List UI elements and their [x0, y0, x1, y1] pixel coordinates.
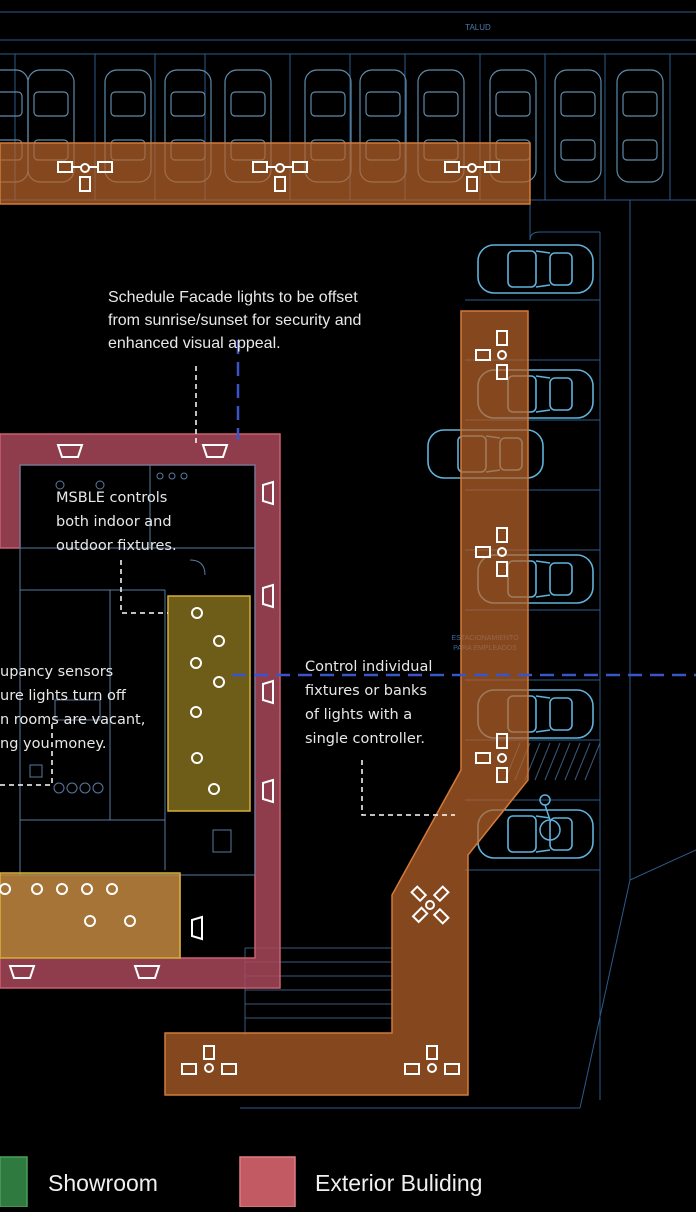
legend-label-showroom: Showroom: [48, 1170, 158, 1196]
control-path-lines: [232, 340, 696, 677]
downlight-icon: [191, 752, 203, 764]
control-note-line-4: single controller.: [305, 731, 425, 747]
pole-light-fixture-icon: [404, 1045, 460, 1075]
downlight-icon: [124, 915, 136, 927]
pole-light-fixture-icon: [410, 885, 450, 925]
msble-note-line-2: both indoor and: [56, 514, 172, 530]
wall-sconce-icon: [133, 965, 161, 979]
wall-sconce-icon: [262, 679, 274, 705]
downlight-icon: [191, 607, 203, 619]
downlight-icon: [81, 883, 93, 895]
control-note-line-3: of lights with a: [305, 707, 413, 723]
occupancy-note-line-4: ng you money.: [0, 736, 107, 752]
pole-light-fixture-icon: [475, 733, 508, 783]
top-exterior-lighting-zone: [0, 142, 531, 205]
pole-light-fixture-icon: [57, 161, 113, 192]
interior-lighting-zone-east: [167, 595, 251, 812]
msble-note-line-3: outdoor fixtures.: [56, 538, 177, 554]
building-interior: [19, 464, 256, 876]
downlight-icon: [213, 676, 225, 688]
pole-light-fixtures: [57, 161, 508, 1075]
downlight-icon: [0, 883, 11, 895]
control-note-line-1: Control individual: [305, 659, 433, 675]
wall-sconce-icon: [201, 444, 229, 458]
occupancy-note-line-3: n rooms are vacant,: [0, 712, 146, 728]
wall-sconce-fixtures: [8, 444, 274, 979]
downlight-icon: [84, 915, 96, 927]
facade-note-line-1: Schedule Facade lights to be offset: [108, 289, 358, 306]
facade-note-line-2: from sunrise/sunset for security and: [108, 312, 362, 329]
pole-light-fixture-icon: [181, 1045, 237, 1075]
wall-sconce-icon: [56, 444, 84, 458]
downlight-icon: [106, 883, 118, 895]
occupancy-note-line-2: ure lights turn off: [0, 688, 126, 704]
wall-sconce-icon: [191, 915, 203, 941]
pole-light-fixture-icon: [444, 161, 500, 192]
legend-swatch-exterior-building: [239, 1156, 296, 1208]
occupancy-sensor-note: upancy sensors ure lights turn off n roo…: [0, 660, 145, 756]
parked-car-icon: [477, 244, 594, 294]
msble-note-line-1: MSBLE controls: [56, 490, 168, 506]
downlight-icon: [190, 706, 202, 718]
wall-sconce-icon: [8, 965, 36, 979]
downlight-icon: [31, 883, 43, 895]
legend-label-exterior-building: Exterior Buliding: [315, 1170, 483, 1196]
control-note-line-2: fixtures or banks: [305, 683, 427, 699]
downlight-icon: [213, 635, 225, 647]
wall-sconce-icon: [262, 778, 274, 804]
leader-lines: [0, 366, 455, 816]
motorcycle-icon: [539, 794, 561, 841]
msble-controls-note: MSBLE controls both indoor and outdoor f…: [56, 486, 177, 558]
downlight-icon: [190, 657, 202, 669]
control-fixtures-note: Control individual fixtures or banks of …: [305, 655, 432, 751]
parked-car-icon: [616, 69, 664, 183]
wall-sconce-icon: [262, 480, 274, 506]
pole-light-fixture-icon: [475, 330, 508, 380]
downlight-icon: [56, 883, 68, 895]
pole-light-fixture-icon: [475, 527, 508, 577]
talud-label: TALUD: [465, 23, 491, 32]
downlight-fixtures: [0, 607, 225, 927]
legend-swatch-showroom: [0, 1156, 28, 1208]
facade-schedule-note: Schedule Facade lights to be offset from…: [108, 286, 361, 355]
facade-note-line-3: enhanced visual appeal.: [108, 335, 281, 352]
downlight-icon: [208, 783, 220, 795]
parked-car-icon: [554, 69, 602, 183]
pole-light-fixture-icon: [252, 161, 308, 192]
wall-sconce-icon: [262, 583, 274, 609]
occupancy-note-line-1: upancy sensors: [0, 664, 114, 680]
